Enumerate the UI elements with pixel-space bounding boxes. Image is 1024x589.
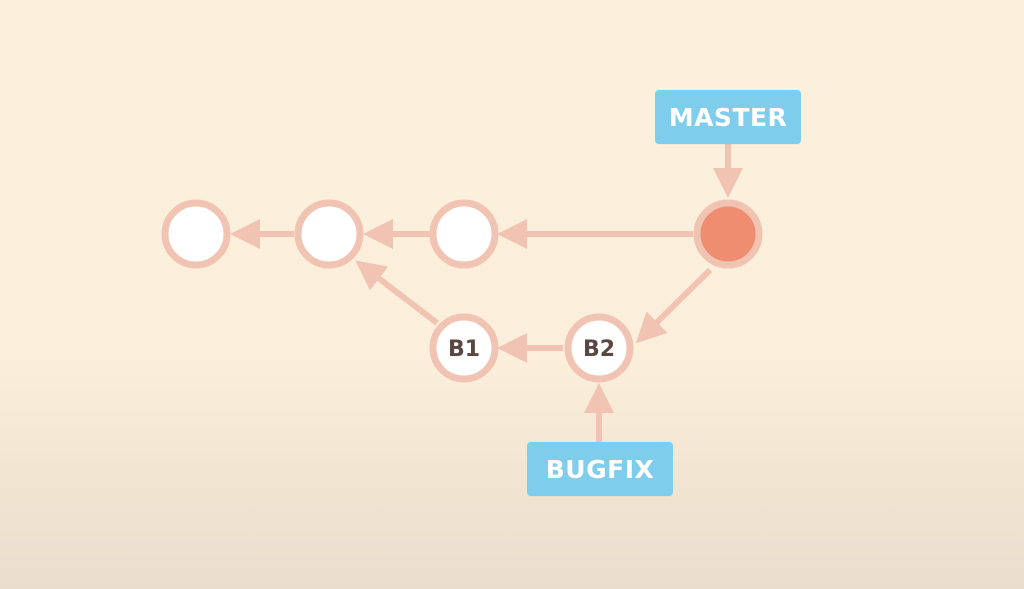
edge-head-to-b2 (635, 267, 713, 344)
edge-b1-to-c2 (355, 260, 439, 326)
commit-node-2 (294, 199, 364, 269)
commit-node-head (693, 199, 763, 269)
commit-node-b2 (564, 313, 634, 383)
branch-label-master: MASTER (655, 90, 801, 144)
commit-node-b1 (429, 313, 499, 383)
commit-label-b1: B1 (448, 337, 480, 362)
branch-label-bugfix: BUGFIX (527, 442, 673, 496)
commit-node-1 (161, 199, 231, 269)
commit-label-b2: B2 (583, 337, 615, 362)
commit-node-3 (429, 199, 499, 269)
